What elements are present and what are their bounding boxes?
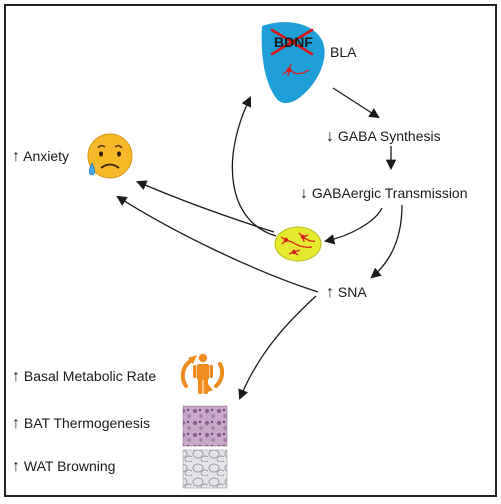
anxiety-label: ↑ Anxiety <box>12 148 69 165</box>
wat-browning-text: WAT Browning <box>23 458 116 474</box>
pathway-arrows <box>116 87 403 400</box>
arrow-bla-to-gaba-synthesis <box>332 87 380 119</box>
bat-thermogenesis-text: BAT Thermogenesis <box>23 415 150 431</box>
bat-histology-image <box>182 405 228 447</box>
wat-browning-arrow: ↑ <box>12 458 20 475</box>
bat-thermogenesis-arrow: ↑ <box>12 415 20 432</box>
neuron-cluster-icon <box>274 226 322 262</box>
circular-arrows-icon <box>180 358 225 388</box>
bdnf-text: BDNF <box>274 34 313 50</box>
bat-thermogenesis-label: ↑ BAT Thermogenesis <box>12 415 150 432</box>
arrow-sna-to-metabolic <box>238 295 317 400</box>
sna-arrow: ↑ <box>326 284 334 301</box>
arrow-transmission-to-neurons <box>323 207 383 245</box>
sna-text: SNA <box>337 284 367 300</box>
wat-histology-image <box>182 449 228 489</box>
figure-frame <box>4 4 497 497</box>
tear-drop-icon <box>88 162 96 176</box>
gaba-synthesis-arrow: ↓ <box>326 128 334 145</box>
arrow-sna-to-anxiety <box>116 195 319 293</box>
gaba-transmission-text: GABAergic Transmission <box>311 185 468 201</box>
knockout-cross-icon <box>270 28 314 56</box>
bdnf-label: BDNF <box>274 34 313 50</box>
arrow-neurons-to-anxiety <box>136 180 275 233</box>
bla-text: BLA <box>330 44 357 60</box>
arrow-transmission-to-sna <box>370 204 403 279</box>
bla-label: BLA <box>330 44 356 60</box>
sad-face-emoji-icon <box>87 133 133 179</box>
anxiety-text: Anxiety <box>23 148 70 164</box>
gaba-synthesis-text: GABA Synthesis <box>337 128 441 144</box>
gaba-synthesis-label: ↓ GABA Synthesis <box>326 128 441 145</box>
basal-metabolic-rate-label: ↑ Basal Metabolic Rate <box>12 368 156 385</box>
arrow-neurons-to-bla <box>231 96 277 237</box>
sna-label: ↑ SNA <box>326 284 367 301</box>
wat-browning-label: ↑ WAT Browning <box>12 458 115 475</box>
human-figure-icon <box>193 353 213 394</box>
gaba-transmission-label: ↓ GABAergic Transmission <box>300 185 468 202</box>
bla-region-blob <box>261 22 325 104</box>
gaba-transmission-arrow: ↓ <box>300 185 308 202</box>
anxiety-arrow: ↑ <box>12 148 20 165</box>
basal-metabolic-rate-text: Basal Metabolic Rate <box>23 368 157 384</box>
basal-metabolic-rate-arrow: ↑ <box>12 368 20 385</box>
bla-neuron-icon <box>282 63 310 77</box>
